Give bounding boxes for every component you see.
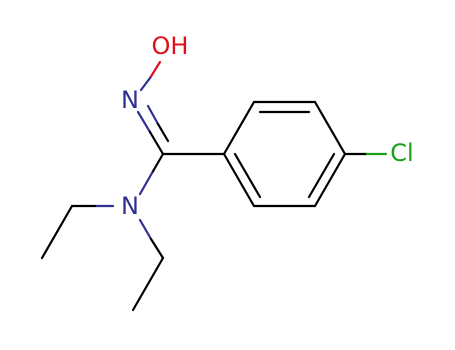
ring-bond-3	[313, 100, 347, 156]
ring-inner-bond-right	[307, 152, 336, 199]
bond-n-o-oxygen-part	[148, 60, 162, 80]
bond-c-n-double-b-nitrogen	[146, 104, 160, 126]
atom-label-hydroxyl: OH	[152, 32, 189, 60]
bonds	[40, 60, 388, 312]
atom-label-amine-nitrogen: N	[121, 192, 139, 220]
ring-inner-bond-left	[233, 152, 262, 199]
ring-bond-1	[222, 100, 256, 156]
bond-n-o-nitrogen-part	[139, 76, 152, 92]
bond-c-n-amine-nitrogen	[138, 171, 154, 196]
bond-c-n-double-a-carbon	[148, 130, 165, 156]
atom-label-oxime-nitrogen: N	[121, 86, 139, 114]
ring-bond-4	[313, 152, 347, 208]
bond-c-n-double-a-nitrogen	[136, 110, 152, 134]
bond-n-ethyl2-carbon	[149, 237, 165, 260]
atom-label-chlorine: Cl	[390, 139, 413, 167]
ring-bond-6	[222, 152, 256, 208]
bond-n-ethyl2-nitrogen	[138, 218, 153, 241]
bond-c-n-amine-carbon	[150, 152, 165, 175]
bond-c-n-double-b-carbon	[156, 122, 170, 143]
bond-ethyl2-ch3	[131, 256, 165, 312]
atom-labels: OH N N Cl	[121, 32, 414, 220]
bond-ethyl1-ch3	[40, 204, 74, 260]
